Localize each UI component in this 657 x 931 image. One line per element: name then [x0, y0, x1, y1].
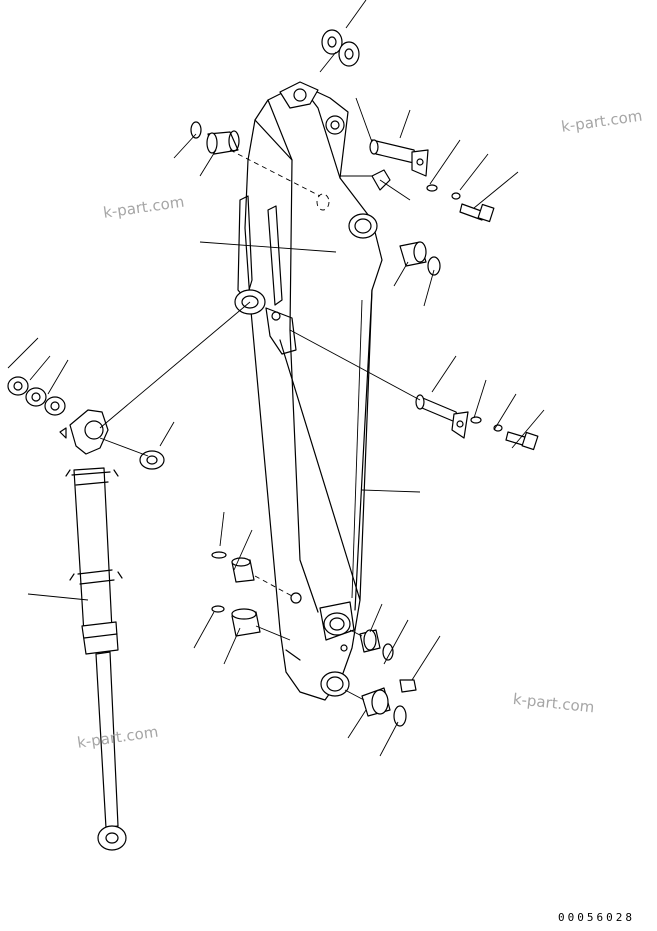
lower-pin	[415, 394, 469, 439]
arm-body	[234, 81, 383, 701]
bushings	[206, 130, 427, 717]
leader-lines	[7, 0, 545, 757]
drawing-code: 00056028	[558, 911, 635, 924]
bolt-upper	[459, 203, 495, 223]
shims	[7, 29, 360, 470]
alignment-lines	[229, 149, 330, 597]
seal-rings	[190, 121, 441, 727]
small-hardware	[371, 169, 503, 693]
upper-pin	[369, 139, 429, 177]
assembly-lines	[99, 97, 421, 701]
bolt-lower	[505, 431, 539, 451]
arm-cylinder	[59, 409, 127, 851]
